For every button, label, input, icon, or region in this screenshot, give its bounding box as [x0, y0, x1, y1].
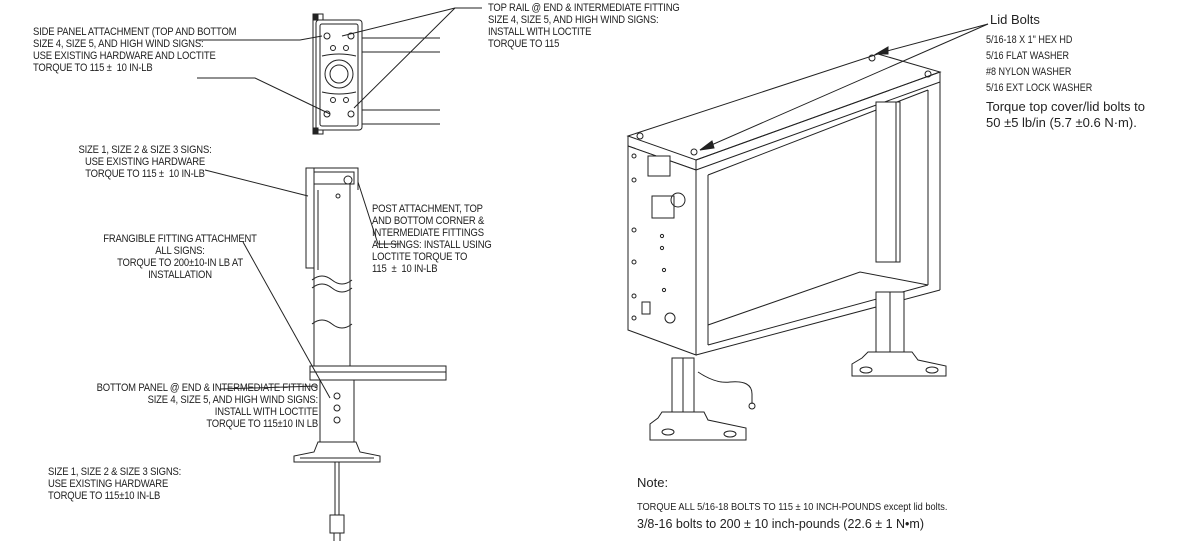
note-line-2: 3/8-16 bolts to 200 ± 10 inch-pounds (22…	[637, 517, 925, 531]
leader-lines	[196, 7, 482, 399]
side-panel-attachment-label: SIDE PANEL ATTACHMENT (TOP AND BOTTOM SI…	[33, 26, 237, 74]
top-rail-section-detail	[312, 13, 440, 135]
post-detail	[293, 167, 447, 541]
lid-bolt-spec-3: #8 NYLON WASHER	[986, 66, 1072, 78]
lid-bolt-spec-2: 5/16 FLAT WASHER	[986, 50, 1070, 62]
size-1-2-3-bottom-label: SIZE 1, SIZE 2 & SIZE 3 SIGNS: USE EXIST…	[48, 466, 182, 502]
enclosure-drawing	[626, 53, 947, 441]
lid-bolt-leaders	[699, 23, 989, 151]
lid-bolt-spec-1: 5/16-18 X 1" HEX HD	[986, 34, 1073, 46]
post-attachment-label: POST ATTACHMENT, TOP AND BOTTOM CORNER &…	[372, 203, 492, 275]
top-rail-fitting-label: TOP RAIL @ END & INTERMEDIATE FITTING SI…	[488, 2, 680, 50]
note-line-1: TORQUE ALL 5/16-18 BOLTS TO 115 ± 10 INC…	[637, 501, 948, 513]
lid-bolt-torque: Torque top cover/lid bolts to 50 ±5 lb/i…	[986, 99, 1145, 130]
size-1-2-3-top-label: SIZE 1, SIZE 2 & SIZE 3 SIGNS: USE EXIST…	[78, 144, 212, 180]
bottom-panel-fitting-label: BOTTOM PANEL @ END & INTERMEDIATE FITTIN…	[96, 382, 319, 430]
lid-bolt-spec-4: 5/16 EXT LOCK WASHER	[986, 82, 1093, 94]
lid-bolts-title: Lid Bolts	[990, 12, 1040, 27]
note-label: Note:	[637, 475, 669, 490]
frangible-fitting-label: FRANGIBLE FITTING ATTACHMENT ALL SIGNS: …	[103, 233, 257, 281]
